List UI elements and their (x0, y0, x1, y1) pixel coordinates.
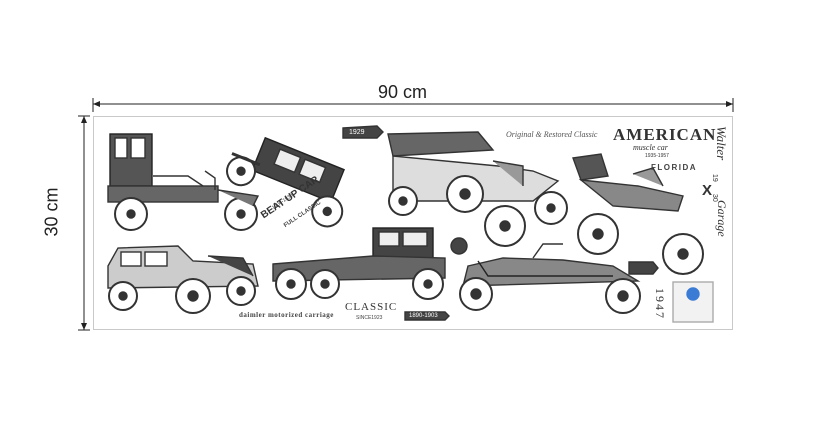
nineteen-text: 19 (711, 174, 718, 182)
american-text: AMERICAN (613, 125, 717, 144)
car-limousine-icon (107, 245, 259, 314)
height-label: 30 cm (41, 187, 62, 237)
car-carriage-icon (107, 133, 260, 231)
year-badge-right-shape (628, 261, 659, 275)
year-badge-1929-shape (342, 125, 384, 139)
car-roadster-icon (459, 243, 641, 314)
x-symbol: X (702, 182, 713, 199)
garage-text: Garage (715, 200, 729, 237)
car-sedan-icon (272, 227, 446, 300)
years-badge-text: 1890-1903 (409, 313, 438, 319)
car-tilted-coupe-icon (226, 136, 345, 228)
car-early-motor-icon (572, 153, 704, 275)
classic-text: CLASSIC (345, 301, 398, 313)
sticker-text-layer: Original & Restored Classic AMERICAN mus… (93, 116, 733, 330)
daimler-text: daimler motorized carriage (239, 311, 334, 319)
emblem-icon (450, 237, 468, 255)
walter-text: Walter (714, 126, 729, 161)
car-touring-icon (387, 131, 568, 247)
years-badge-shape (404, 311, 450, 321)
original-restored-text: Original & Restored Classic (506, 130, 598, 139)
beat-up-car-text: BEAT UP CAR (259, 174, 322, 222)
year-1947-text: 1947 (653, 288, 667, 320)
since-text: SINCE1923 (356, 315, 383, 321)
vintage-cars-illustration (107, 125, 714, 323)
year-1929-badge: 1929 (349, 129, 365, 136)
muscle-years-text: 1935-1957 (645, 153, 669, 159)
muscle-car-text: muscle car (633, 143, 668, 152)
width-label: 90 cm (378, 82, 428, 102)
florida-text: FLORIDA (651, 163, 698, 172)
